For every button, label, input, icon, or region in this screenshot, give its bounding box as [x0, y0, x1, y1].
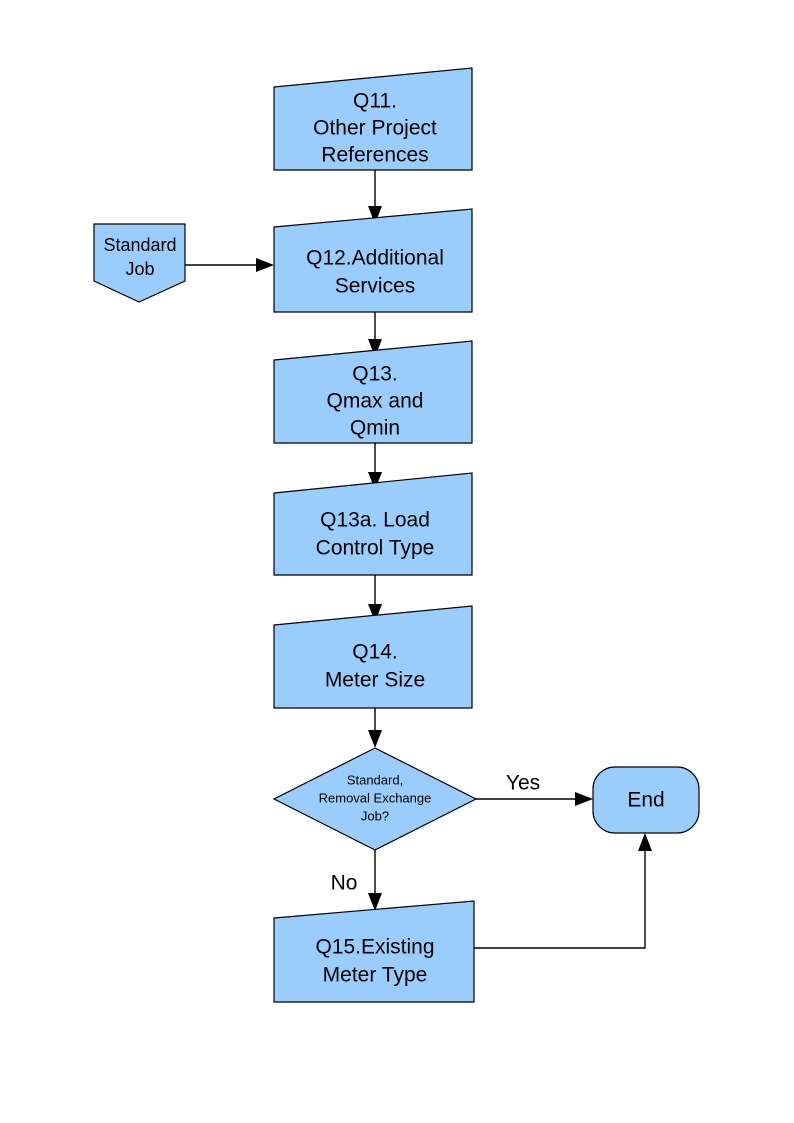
q13-label-line-3: Qmin: [350, 417, 400, 440]
connector-q15-to-end: [474, 833, 652, 949]
q13a-label-line-2: Control Type: [316, 537, 435, 560]
q13a-label-line-1: Q13a. Load: [320, 509, 430, 532]
node-q14-meter-size[interactable]: Q14. Meter Size: [273, 605, 473, 709]
q13a-shape[interactable]: [273, 472, 473, 576]
arrowhead-down-icon: [368, 893, 382, 911]
q11-label-line-3: References: [321, 144, 428, 167]
q12-label-line-2: Services: [335, 275, 416, 298]
q13-shape[interactable]: [273, 340, 473, 444]
connector-decision-to-q15: [368, 850, 382, 911]
arrowhead-right-icon: [575, 792, 593, 806]
q13-label-line-2: Qmax and: [327, 390, 424, 413]
q14-label-line-2: Meter Size: [325, 669, 425, 692]
connector-q12-to-q13: [368, 312, 382, 357]
q14-label-line-1: Q14.: [352, 641, 398, 664]
q11-label-line-1: Q11.: [353, 90, 397, 113]
node-decision-standard-removal-exchange-job[interactable]: Standard, Removal Exchange Job?: [272, 747, 478, 851]
q11-shape[interactable]: [273, 67, 473, 171]
connector-q13-to-q13a: [368, 443, 382, 490]
edge-label-yes: Yes: [506, 772, 540, 795]
arrowhead-down-icon: [368, 339, 382, 357]
node-end-terminator[interactable]: End: [592, 766, 700, 834]
decision-shape[interactable]: [272, 747, 478, 851]
node-q13a-load-control-type[interactable]: Q13a. Load Control Type: [273, 472, 473, 576]
arrowhead-down-icon: [368, 730, 382, 748]
node-q13-qmax-and-qmin[interactable]: Q13. Qmax and Qmin: [273, 340, 473, 444]
end-label: End: [627, 789, 664, 812]
q12-label-line-1: Q12.Additional: [306, 247, 444, 270]
node-q15-existing-meter-type[interactable]: Q15.Existing Meter Type: [273, 900, 475, 1003]
connector-decision-to-end: [476, 792, 593, 806]
node-q12-additional-services[interactable]: Q12.Additional Services: [273, 208, 473, 313]
decision-label-line-2: Removal Exchange: [319, 790, 432, 805]
q14-shape[interactable]: [273, 605, 473, 709]
arrowhead-down-icon: [368, 206, 382, 224]
arrowhead-up-icon: [638, 833, 652, 851]
arrowhead-down-icon: [368, 604, 382, 622]
q15-label-line-1: Q15.Existing: [315, 936, 434, 959]
q15-shape[interactable]: [273, 900, 475, 1003]
connector-standard-job-to-q12: [185, 258, 274, 272]
connector-q11-to-q12: [368, 170, 382, 224]
node-q11-other-project-references[interactable]: Q11. Other Project References: [273, 67, 473, 171]
connector-q13a-to-q14: [368, 575, 382, 622]
q12-shape[interactable]: [273, 208, 473, 313]
q15-label-line-2: Meter Type: [323, 964, 428, 987]
decision-label-line-3: Job?: [361, 808, 389, 823]
arrowhead-down-icon: [368, 472, 382, 490]
edge-label-no: No: [331, 872, 358, 895]
node-standard-job[interactable]: Standard Job: [93, 223, 186, 303]
standard-job-label-line-1: Standard: [103, 235, 176, 255]
q11-label-line-2: Other Project: [313, 117, 437, 140]
end-shape[interactable]: [592, 766, 700, 834]
standard-job-shape[interactable]: [93, 223, 186, 303]
arrowhead-right-icon: [256, 258, 274, 272]
standard-job-label-line-2: Job: [125, 259, 154, 279]
connector-q14-to-decision: [368, 708, 382, 748]
decision-label-line-1: Standard,: [347, 772, 403, 787]
q13-label-line-1: Q13.: [352, 363, 398, 386]
